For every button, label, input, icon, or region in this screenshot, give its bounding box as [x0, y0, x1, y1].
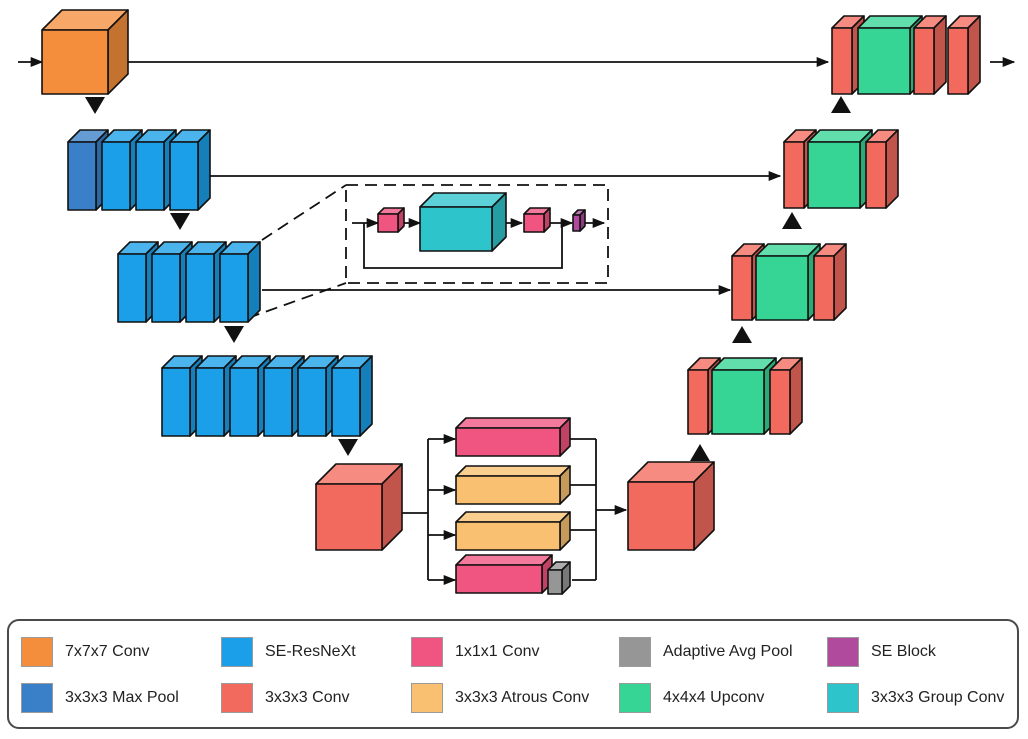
legend-label: 1x1x1 Conv	[455, 643, 540, 660]
swatch-purple	[827, 637, 859, 667]
legend-item-adaptive-avg-pool: Adaptive Avg Pool	[619, 637, 793, 667]
swatch-gray	[619, 637, 651, 667]
se-resnext-detail-box	[345, 184, 609, 284]
se-resnext-block	[263, 355, 305, 437]
aspp-pool-branch-conv-block	[455, 554, 553, 594]
swatch-dark-blue	[21, 683, 53, 713]
decoder-level-4-upconv-block	[711, 357, 777, 435]
legend-item-se-resnext: SE-ResNeXt	[221, 637, 356, 667]
upsample-arrow	[782, 212, 802, 229]
block-layer	[41, 9, 981, 595]
swatch-green	[619, 683, 651, 713]
stem-7x7x7-conv-block	[41, 9, 129, 95]
legend-label: SE Block	[871, 643, 936, 660]
decoder-level-3-conv-block	[813, 243, 847, 321]
legend-label: 3x3x3 Max Pool	[65, 689, 179, 706]
legend-label: 4x4x4 Upconv	[663, 689, 765, 706]
se-resnext-block	[161, 355, 203, 437]
legend-label: 3x3x3 Atrous Conv	[455, 689, 590, 706]
inset-se-block	[572, 209, 586, 232]
downsample-arrow	[338, 439, 358, 456]
swatch-red	[221, 683, 253, 713]
adaptive-avg-pool-block	[547, 561, 571, 595]
inset-1x1x1-conv-block	[523, 207, 551, 233]
aspp-output-3x3x3-conv-block	[627, 461, 715, 551]
legend-label: 3x3x3 Conv	[265, 689, 350, 706]
legend-item-se-block: SE Block	[827, 637, 936, 667]
inset-group-conv-block	[419, 192, 507, 252]
legend-label: 3x3x3 Group Conv	[871, 689, 1005, 706]
decoder-level-4-conv-block	[687, 357, 721, 435]
se-resnext-block	[135, 129, 177, 211]
decoder-level-2-upconv-block	[807, 129, 873, 209]
downsample-arrow	[170, 213, 190, 230]
swatch-orange	[21, 637, 53, 667]
zoom-line-top	[261, 184, 347, 241]
decoder-level-1-upconv-block	[857, 15, 923, 95]
inset-1x1x1-conv-block	[377, 207, 405, 233]
legend-item-7x7x7-conv: 7x7x7 Conv	[21, 637, 150, 667]
upsample-arrow	[732, 326, 752, 343]
se-resnext-block	[219, 241, 261, 323]
legend-label: 7x7x7 Conv	[65, 643, 150, 660]
aspp-atrous-conv-block-1	[455, 465, 571, 505]
legend-item-1x1x1-conv: 1x1x1 Conv	[411, 637, 540, 667]
swatch-light-blue	[221, 637, 253, 667]
swatch-light-orange	[411, 683, 443, 713]
aspp-atrous-conv-block-2	[455, 511, 571, 551]
bottleneck-3x3x3-conv-block	[315, 463, 403, 551]
connector-layer	[18, 56, 1016, 586]
downsample-arrow	[85, 97, 105, 114]
legend-item-3x3x3-conv: 3x3x3 Conv	[221, 683, 350, 713]
aspp-1x1x1-conv-block	[455, 417, 571, 457]
decoder-level-1-conv-block	[947, 15, 981, 95]
se-resnext-block	[331, 355, 373, 437]
zoom-line-bottom	[247, 282, 347, 319]
decoder-level-2-conv-block	[865, 129, 899, 209]
se-resnext-block	[169, 129, 211, 211]
legend: 7x7x7 Conv SE-ResNeXt 1x1x1 Conv Adaptiv…	[7, 619, 1019, 729]
swatch-pink	[411, 637, 443, 667]
legend-item-3x3x3-max-pool: 3x3x3 Max Pool	[21, 683, 179, 713]
downsample-arrow	[224, 326, 244, 343]
legend-item-3x3x3-atrous-conv: 3x3x3 Atrous Conv	[411, 683, 589, 713]
upsample-arrow	[831, 96, 851, 113]
decoder-level-3-upconv-block	[755, 243, 821, 321]
legend-label: Adaptive Avg Pool	[663, 643, 793, 660]
upsample-arrow	[690, 444, 710, 461]
decoder-level-1-conv-block	[913, 15, 947, 95]
residual-connection	[363, 223, 563, 269]
decoder-level-4-conv-block	[769, 357, 803, 435]
legend-label: SE-ResNeXt	[265, 643, 356, 660]
legend-item-3x3x3-group-conv: 3x3x3 Group Conv	[827, 683, 1004, 713]
marker-layer	[85, 96, 851, 461]
legend-item-4x4x4-upconv: 4x4x4 Upconv	[619, 683, 764, 713]
swatch-teal	[827, 683, 859, 713]
architecture-diagram	[18, 9, 1016, 595]
